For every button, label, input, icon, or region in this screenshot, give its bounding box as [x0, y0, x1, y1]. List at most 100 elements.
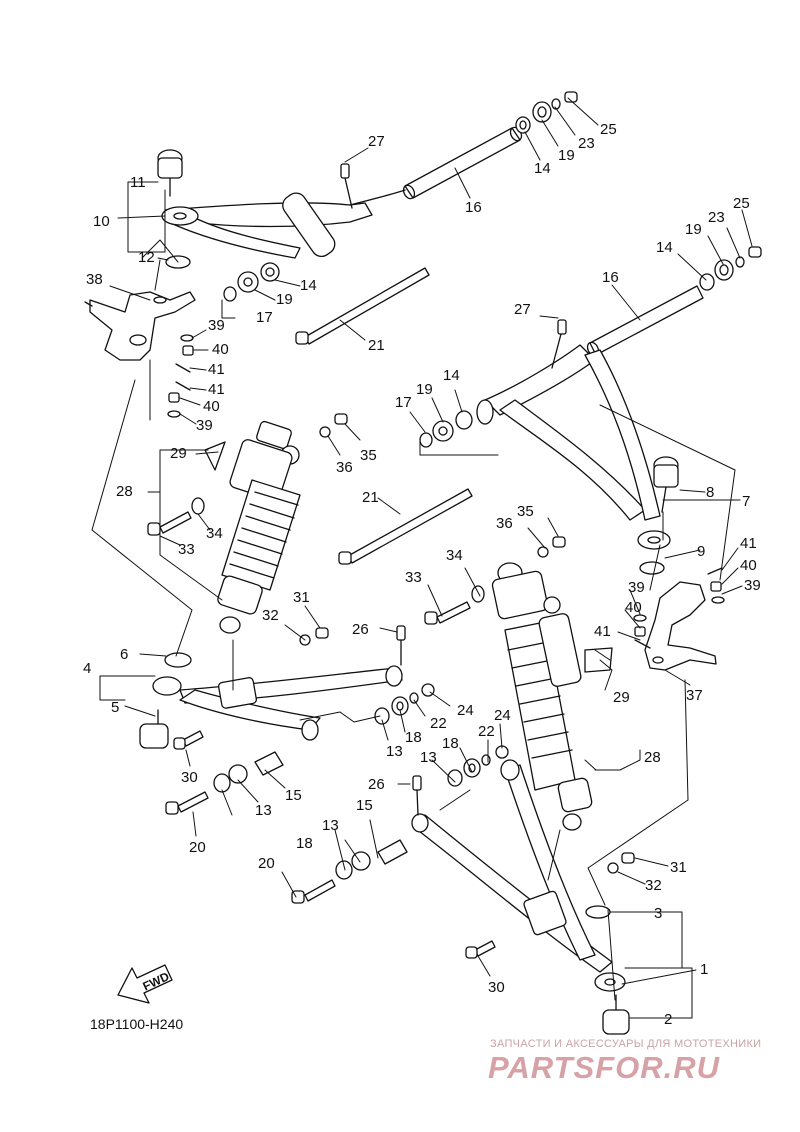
callout-27: 27	[514, 301, 531, 318]
callout-33: 33	[178, 541, 195, 558]
watermark-logo: PARTSFOR.RU	[488, 1050, 721, 1085]
callout-26: 26	[352, 621, 369, 638]
callout-40: 40	[203, 398, 220, 415]
callout-2: 2	[664, 1011, 672, 1028]
ball-joint-5	[139, 709, 169, 749]
callout-39: 39	[744, 577, 761, 594]
bushings-13-18-22-24-left	[374, 683, 435, 725]
cotter-nut-washer-right	[633, 567, 725, 649]
callout-40: 40	[212, 341, 229, 358]
steering-knuckle-37	[644, 581, 717, 671]
bushings-14-19-17-left	[223, 262, 280, 302]
callout-12: 12	[138, 249, 155, 266]
watermark-tagline: ЗАПЧАСТИ И АКСЕССУАРЫ ДЛЯ МОТОТЕХНИКИ	[490, 1038, 762, 1050]
callout-36: 36	[336, 459, 353, 476]
pivot-tube-15-left	[213, 751, 284, 793]
bolt-20-left	[165, 791, 209, 815]
callout-31: 31	[293, 589, 310, 606]
circlip-12-top	[165, 255, 191, 269]
callout-19: 19	[416, 381, 433, 398]
callout-41: 41	[594, 623, 611, 640]
callout-14: 14	[443, 367, 460, 384]
callout-10: 10	[93, 213, 110, 230]
callout-26: 26	[368, 776, 385, 793]
callout-20: 20	[189, 839, 206, 856]
callout-14: 14	[534, 160, 551, 177]
callout-35: 35	[517, 503, 534, 520]
callout-30: 30	[181, 769, 198, 786]
callout-16: 16	[602, 269, 619, 286]
callout-30: 30	[488, 979, 505, 996]
callout-33: 33	[405, 569, 422, 586]
callout-29: 29	[170, 445, 187, 462]
bolt-20-right	[291, 879, 336, 904]
callout-32: 32	[262, 607, 279, 624]
callout-41: 41	[208, 381, 225, 398]
steering-knuckle-38	[84, 291, 196, 361]
upper-arm-mid-right	[476, 344, 671, 550]
callout-13: 13	[255, 802, 272, 819]
bolt-21-top	[295, 267, 430, 345]
callout-34: 34	[206, 525, 223, 542]
callout-20: 20	[258, 855, 275, 872]
fwd-arrow-icon: FWD	[117, 964, 173, 1004]
grease-nipple-27-mid	[551, 319, 567, 369]
ball-joint-2	[602, 994, 630, 1035]
callout-36: 36	[496, 515, 513, 532]
grease-nipple-26-left	[396, 625, 406, 666]
bushing-stack-top	[515, 91, 578, 134]
callout-28: 28	[644, 749, 661, 766]
callout-37: 37	[686, 687, 703, 704]
pivot-tube-15-right	[335, 839, 408, 880]
callout-labels: 2523191427161110121419172138394041414039…	[83, 121, 761, 1028]
callout-21: 21	[362, 489, 379, 506]
callout-6: 6	[120, 646, 128, 663]
nut-washer-35-36-mid	[537, 536, 566, 558]
lower-arm-4-left	[152, 665, 403, 741]
bushing-stack-mid	[699, 246, 762, 291]
callout-35: 35	[360, 447, 377, 464]
callout-16: 16	[465, 199, 482, 216]
callout-13: 13	[420, 749, 437, 766]
callout-18: 18	[405, 729, 422, 746]
callout-14: 14	[656, 239, 673, 256]
nut-washer-35-36-top	[319, 413, 348, 438]
reference-code: 18P1100-H240	[90, 1016, 184, 1032]
callout-14: 14	[300, 277, 317, 294]
assembly-guide-lines	[91, 239, 736, 1001]
callout-19: 19	[558, 147, 575, 164]
callout-29: 29	[613, 689, 630, 706]
ball-joint-8-mid	[653, 456, 679, 513]
callout-31: 31	[670, 859, 687, 876]
callout-5: 5	[111, 699, 119, 716]
callout-25: 25	[600, 121, 617, 138]
callout-39: 39	[208, 317, 225, 334]
shock-absorber-28-left	[204, 420, 301, 634]
lower-arm-1-right	[411, 759, 626, 992]
callout-27: 27	[368, 133, 385, 150]
callout-7: 7	[742, 493, 750, 510]
callout-23: 23	[578, 135, 595, 152]
bolt-33-left	[147, 497, 205, 536]
callout-15: 15	[285, 787, 302, 804]
callout-34: 34	[446, 547, 463, 564]
callout-15: 15	[356, 797, 373, 814]
fwd-label: FWD	[141, 969, 172, 993]
callout-9: 9	[697, 543, 705, 560]
pivot-tube-16-mid	[586, 285, 704, 357]
pivot-tube-16-top	[402, 126, 523, 200]
callout-8: 8	[706, 484, 714, 501]
callout-40: 40	[625, 599, 642, 616]
callout-11: 11	[130, 174, 146, 191]
bushings-14-19-17-mid	[419, 410, 473, 448]
callout-3: 3	[654, 905, 662, 922]
callout-1: 1	[700, 961, 708, 978]
callout-41: 41	[208, 361, 225, 378]
bolt-30-right	[465, 940, 496, 959]
bolt-30-left	[173, 730, 204, 750]
ball-joint-11-top	[157, 149, 183, 197]
callout-17: 17	[395, 394, 412, 411]
nut-washer-31-32-left	[299, 627, 329, 646]
callout-41: 41	[740, 535, 757, 552]
